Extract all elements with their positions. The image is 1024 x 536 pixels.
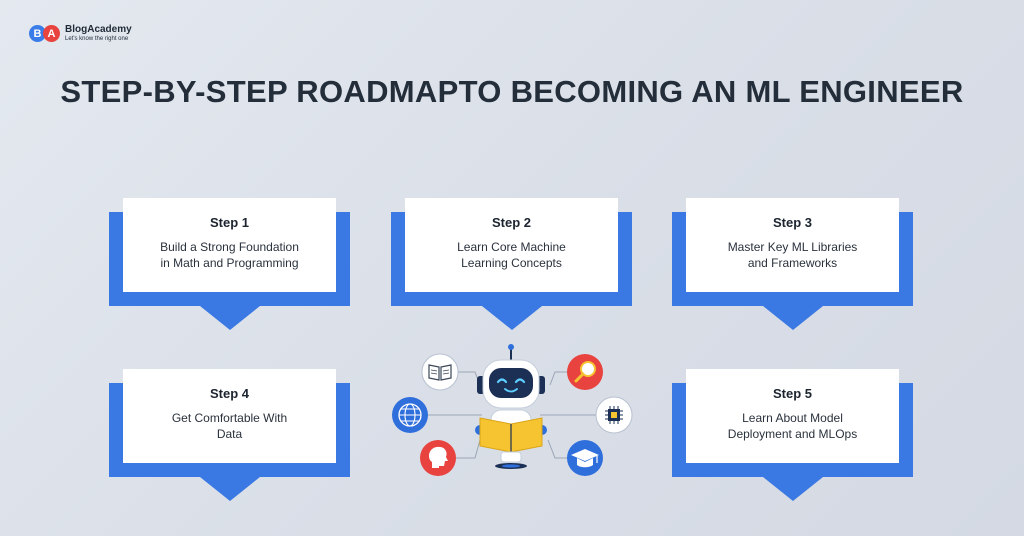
step-description: Master Key ML Libraries and Frameworks <box>686 239 899 271</box>
step-description-line: Learn About Model <box>742 411 843 425</box>
logo-letter-a: A <box>43 25 60 42</box>
step-label: Step 5 <box>772 386 812 401</box>
step-pointer-arrow <box>200 306 260 330</box>
step-label: Step 2 <box>491 215 531 230</box>
step-card-body: Step 2 Learn Core Machine Learning Conce… <box>405 198 618 292</box>
chip-icon <box>595 396 633 434</box>
step-pointer-arrow <box>200 477 260 501</box>
logo-letter-b: B <box>29 25 46 42</box>
step-card-3: Step 3 Master Key ML Libraries and Frame… <box>672 198 913 333</box>
graduation-cap-icon <box>567 440 603 476</box>
step-card-1: Step 1 Build a Strong Foundation in Math… <box>109 198 350 333</box>
step-description-line: in Math and Programming <box>160 256 299 270</box>
brand-logo: B A BlogAcademy Let's know the right one <box>29 25 132 42</box>
step-description-line: Data <box>216 427 243 441</box>
head-icon <box>420 440 456 476</box>
step-card-body: Step 5 Learn About Model Deployment and … <box>686 369 899 463</box>
step-card-4: Step 4 Get Comfortable With Data <box>109 369 350 504</box>
step-description-line: Get Comfortable With <box>171 411 288 425</box>
step-pointer-arrow <box>763 477 823 501</box>
book-icon <box>421 353 459 391</box>
step-card-5: Step 5 Learn About Model Deployment and … <box>672 369 913 504</box>
page-title: STEP-BY-STEP ROADMAPTO BECOMING AN ML EN… <box>60 74 964 109</box>
step-description-line: Learning Concepts <box>461 256 562 270</box>
step-card-body: Step 4 Get Comfortable With Data <box>123 369 336 463</box>
step-pointer-arrow <box>763 306 823 330</box>
step-label: Step 4 <box>209 386 249 401</box>
step-label: Step 3 <box>772 215 812 230</box>
step-description: Learn About Model Deployment and MLOps <box>686 410 899 442</box>
step-description-line: Build a Strong Foundation <box>160 240 299 254</box>
globe-icon <box>392 397 428 433</box>
step-card-body: Step 1 Build a Strong Foundation in Math… <box>123 198 336 292</box>
robot-icon <box>475 344 547 469</box>
step-description-line: and Frameworks <box>747 256 838 270</box>
brand-name: BlogAcademy <box>65 24 132 35</box>
magnifier-icon <box>567 354 603 390</box>
step-description-line: Master Key ML Libraries <box>727 240 858 254</box>
step-description: Get Comfortable With Data <box>123 410 336 442</box>
step-description: Build a Strong Foundation in Math and Pr… <box>123 239 336 271</box>
step-card-2: Step 2 Learn Core Machine Learning Conce… <box>391 198 632 333</box>
step-pointer-arrow <box>482 306 542 330</box>
brand-tagline: Let's know the right one <box>65 36 129 42</box>
step-description-line: Deployment and MLOps <box>727 427 858 441</box>
logo-badge: B A <box>29 25 60 42</box>
step-description-line: Learn Core Machine <box>457 240 566 254</box>
step-description: Learn Core Machine Learning Concepts <box>405 239 618 271</box>
robot-reading-illustration <box>392 344 633 476</box>
step-label: Step 1 <box>209 215 249 230</box>
step-card-body: Step 3 Master Key ML Libraries and Frame… <box>686 198 899 292</box>
